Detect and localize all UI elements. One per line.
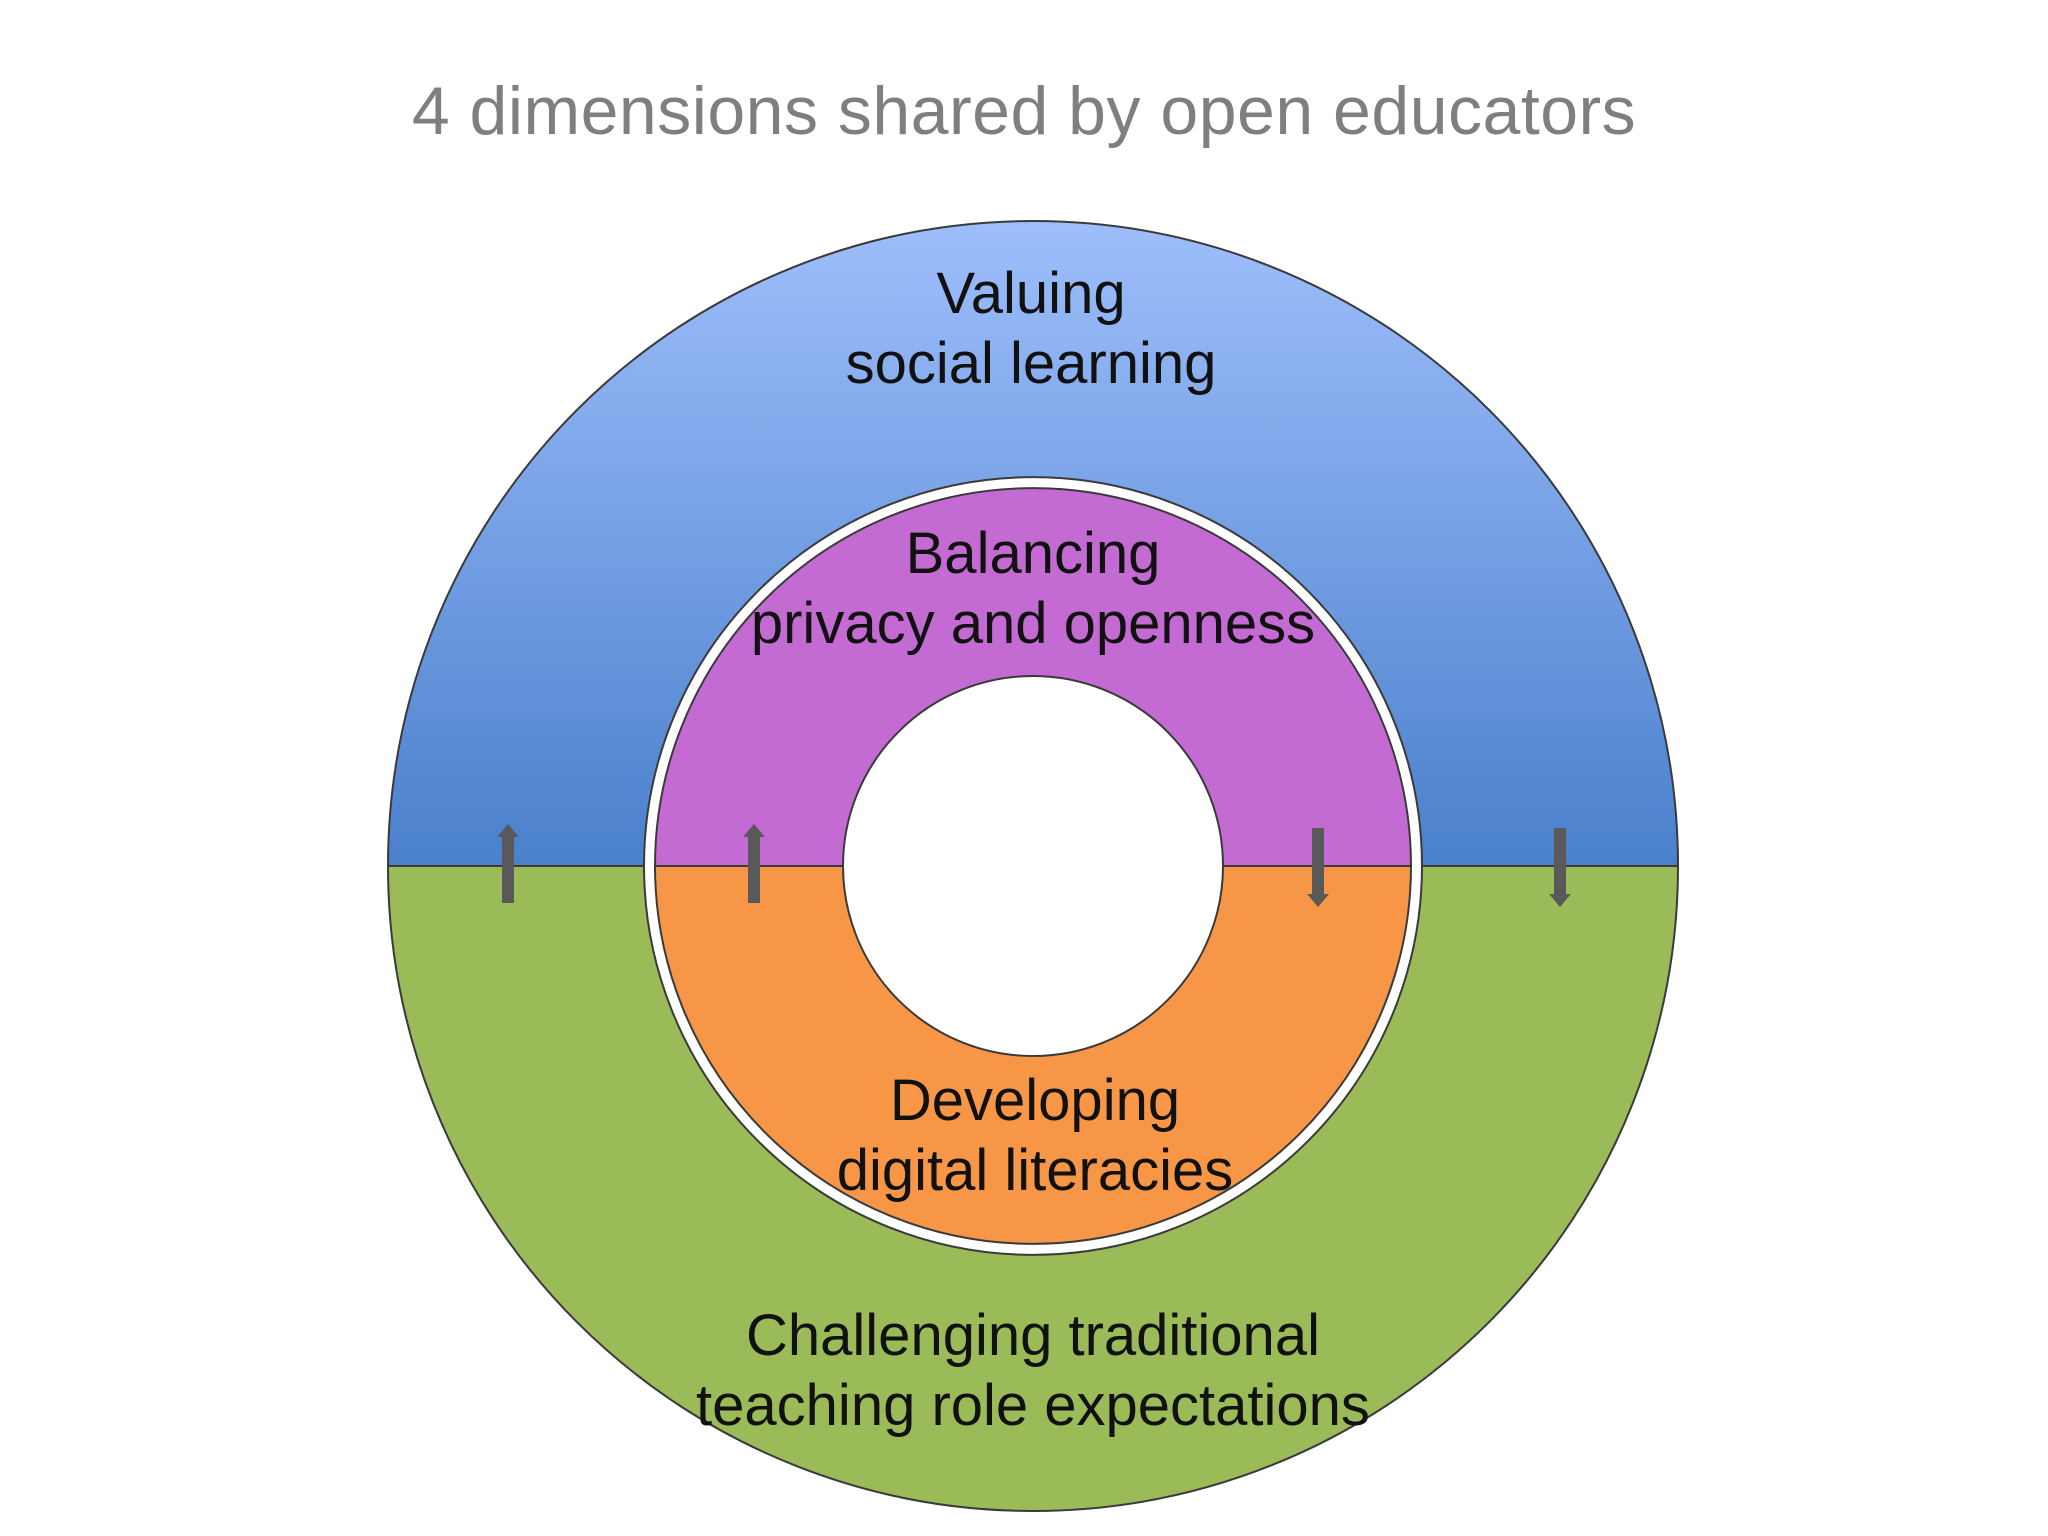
inner-ring-bottom-developing-literacies [653, 865, 1413, 1245]
challenging-traditional-label: Challenging traditional [746, 1303, 1320, 1368]
teaching-role-label: teaching role expectations [696, 1373, 1370, 1438]
social-learning-label: social learning [846, 331, 1217, 396]
digital-literacies-label: digital literacies [837, 1138, 1234, 1203]
privacy-openness-label: privacy and openness [751, 591, 1315, 656]
outer-ring-bottom-challenging-expectations [386, 865, 1680, 1512]
arrow-up-icon [743, 824, 765, 903]
inner-ring-top-balancing-privacy [653, 487, 1413, 867]
balancing-label: Balancing [906, 521, 1161, 586]
arrow-up-icon [497, 824, 519, 903]
arrow-down-icon [1549, 828, 1571, 907]
slide-title: 4 dimensions shared by open educators [411, 73, 1637, 149]
valuing-label: Valuing [936, 261, 1125, 326]
arrow-down-icon [1307, 828, 1329, 907]
developing-label: Developing [890, 1068, 1180, 1133]
arrows-group [497, 824, 1571, 907]
outer-ring-top-valuing-social-learning [386, 220, 1680, 867]
